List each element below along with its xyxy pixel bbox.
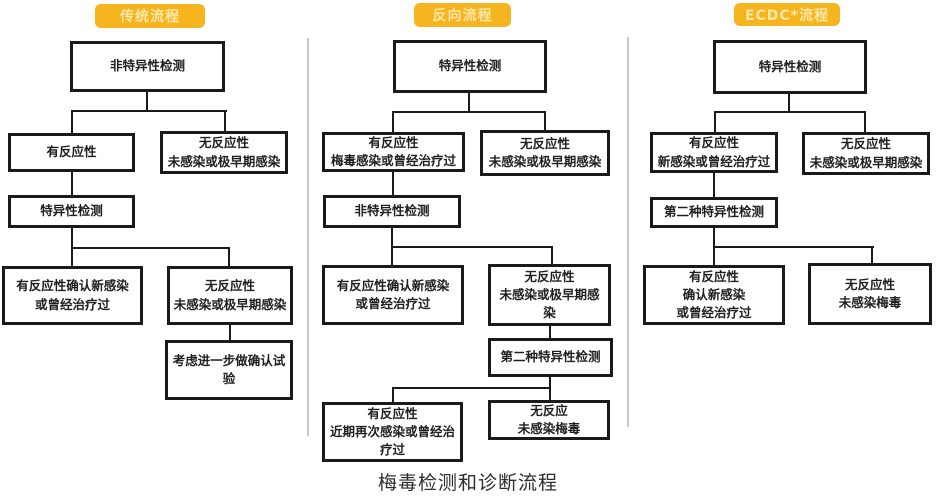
connector-line (713, 246, 874, 248)
connector-line (714, 111, 716, 132)
box-nonreactive-no-syphilis: 无反应性 未感染梅毒 (808, 263, 932, 325)
box-nonreactive-early-2: 无反应性 未感染或极早期感染 (488, 264, 611, 326)
box-specific-test: 特异性检测 (393, 40, 547, 93)
box-nonspecific-test: 非特异性检测 (70, 41, 225, 92)
column-divider (627, 37, 629, 427)
connector-line (229, 325, 231, 340)
box-specific-test: 特异性检测 (713, 40, 867, 94)
box-reactive-new-or-treated: 有反应性 新感染或曾经治疗过 (650, 132, 778, 173)
connector-line (71, 110, 227, 112)
connector-line (871, 246, 873, 263)
box-reactive-confirm-new: 有反应性确认新感染 或曾经治疗过 (2, 266, 143, 325)
box-second-specific-test: 第二种特异性检测 (650, 197, 778, 228)
box-reactive-confirm-new: 有反应性 确认新感染 或曾经治疗过 (643, 265, 785, 325)
connector-line (468, 93, 470, 112)
box-reactive-recent-reinfection: 有反应性 近期再次感染或曾经治疗过 (322, 402, 463, 462)
box-second-specific-test: 第二种特异性检测 (488, 338, 613, 377)
connector-line (549, 377, 551, 389)
connector-line (549, 326, 551, 338)
connector-line (71, 247, 230, 249)
box-reactive-syphilis-or-treated: 有反应性 梅毒感染或曾经治疗过 (322, 132, 465, 172)
box-consider-confirm-test: 考虑进一步做确认试验 (165, 340, 293, 400)
header-badge-reverse: 反向流程 (414, 3, 511, 27)
header-badge-traditional: 传统流程 (95, 4, 205, 28)
connector-line (714, 111, 866, 113)
connector-line (864, 111, 866, 132)
connector-line (544, 111, 546, 131)
box-reactive: 有反应性 (8, 133, 135, 172)
box-nonreactive-no-syphilis: 无反应 未感染梅毒 (488, 400, 610, 440)
box-nonreactive-early: 无反应性 未感染或极早期感染 (160, 131, 288, 174)
box-nonreactive-early-2: 无反应性 未感染或极早期感染 (167, 266, 293, 325)
connector-line (71, 110, 73, 133)
connector-line (71, 172, 73, 195)
connector-line (392, 111, 394, 132)
connector-line (549, 387, 551, 400)
connector-line (146, 92, 148, 112)
connector-line (551, 246, 553, 264)
box-reactive-confirm-new: 有反应性确认新感染 或曾经治疗过 (322, 265, 464, 325)
column-divider (307, 38, 309, 436)
connector-line (392, 111, 546, 113)
box-nonreactive-early: 无反应性 未感染或极早期感染 (480, 130, 610, 176)
connector-line (392, 387, 551, 389)
diagram-title: 梅毒检测和诊断流程 (377, 472, 558, 494)
connector-line (228, 247, 230, 266)
connector-line (392, 172, 394, 195)
header-badge-ecdc: ECDC*流程 (734, 3, 840, 26)
box-nonreactive-early: 无反应性 未感染或极早期感染 (802, 132, 930, 175)
connector-line (788, 94, 790, 112)
box-nonspecific-test: 非特异性检测 (323, 195, 461, 228)
box-specific-test: 特异性检测 (8, 195, 135, 228)
connector-line (391, 246, 553, 248)
connector-line (224, 110, 226, 132)
connector-line (713, 173, 715, 197)
connector-line (392, 387, 394, 402)
